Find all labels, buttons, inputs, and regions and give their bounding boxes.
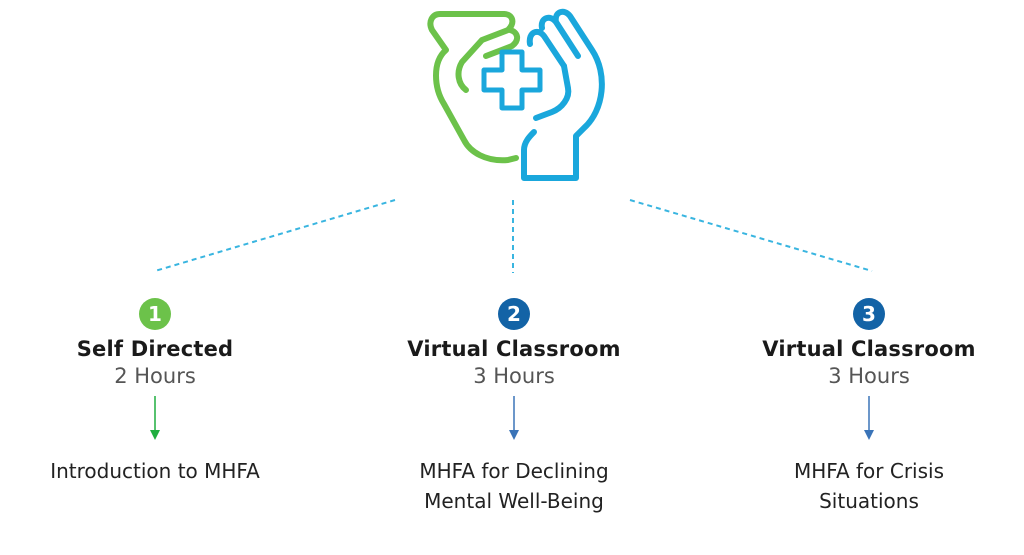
down-arrow-icon bbox=[864, 396, 874, 440]
step-delivery-mode: Virtual Classroom bbox=[407, 337, 621, 361]
blue-hand-icon bbox=[521, 8, 605, 181]
green-hand-icon bbox=[427, 11, 519, 164]
step-virtual-classroom-crisis: 3 Virtual Classroom 3 Hours MHFA for Cri… bbox=[719, 298, 1019, 516]
connector-line-right bbox=[629, 199, 873, 272]
step-number-badge: 1 bbox=[139, 298, 171, 330]
step-duration: 2 Hours bbox=[114, 364, 196, 388]
step-duration: 3 Hours bbox=[473, 364, 555, 388]
blue-hand-thumb bbox=[533, 63, 572, 121]
connector-line-left bbox=[154, 199, 396, 272]
down-arrow-icon bbox=[150, 396, 160, 440]
course-title: MHFA for Declining Mental Well-Being bbox=[419, 459, 609, 513]
course-title: Introduction to MHFA bbox=[50, 459, 260, 483]
step-delivery-mode: Self Directed bbox=[76, 337, 234, 361]
step-self-directed: 1 Self Directed 2 Hours Introduction to … bbox=[5, 298, 305, 486]
medical-cross-icon bbox=[481, 49, 543, 111]
step-number-badge: 3 bbox=[853, 298, 885, 330]
down-arrow-icon bbox=[509, 396, 519, 440]
course-title: MHFA for Crisis Situations bbox=[794, 459, 944, 513]
step-duration: 3 Hours bbox=[828, 364, 910, 388]
green-hand-fingers bbox=[455, 11, 520, 93]
step-number-badge: 2 bbox=[498, 298, 530, 330]
hands-holding-cross-icon bbox=[427, 8, 605, 181]
step-virtual-classroom-declining: 2 Virtual Classroom 3 Hours MHFA for Dec… bbox=[364, 298, 664, 516]
step-delivery-mode: Virtual Classroom bbox=[762, 337, 976, 361]
